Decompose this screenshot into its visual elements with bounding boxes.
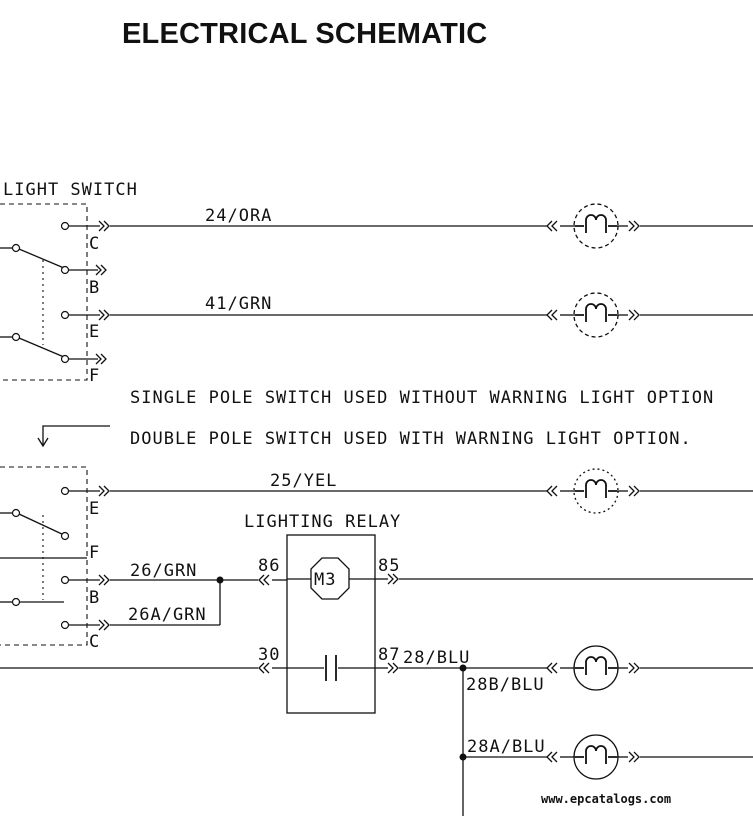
relay-label: LIGHTING RELAY: [244, 512, 401, 532]
relay-pin-86: 86: [258, 556, 280, 576]
relay-pin-85: 85: [378, 556, 400, 576]
terminal-label: B: [89, 278, 100, 298]
terminal-label: B: [89, 588, 100, 608]
note-double-pole: DOUBLE POLE SWITCH USED WITH WARNING LIG…: [130, 429, 692, 449]
terminal-label: E: [89, 322, 100, 342]
light-switch-enclosure-lower: [0, 466, 88, 646]
terminal-label: C: [89, 234, 100, 254]
watermark: www.epcatalogs.com: [541, 792, 671, 806]
relay-pin-30: 30: [258, 645, 280, 665]
switch-contact-arm: [18, 248, 65, 269]
wire-label: 28B/BLU: [466, 675, 545, 695]
note-single-pole: SINGLE POLE SWITCH USED WITHOUT WARNING …: [130, 388, 714, 408]
terminal-label: E: [89, 499, 100, 519]
lighting-relay: [286, 534, 376, 714]
terminal-e: [60, 310, 70, 320]
relay-pin-87: 87: [378, 645, 400, 665]
wire-label: 25/YEL: [270, 471, 337, 491]
wire-label: 28/BLU: [403, 648, 470, 668]
terminal-label: F: [89, 543, 100, 563]
note-pointer: [42, 425, 110, 445]
wire-label: 28A/BLU: [467, 737, 546, 757]
terminal-f: [60, 354, 70, 364]
relay-coil-label: M3: [314, 570, 336, 590]
light-switch-label: LIGHT SWITCH: [3, 180, 138, 200]
wire-label: 41/GRN: [205, 294, 272, 314]
wire-label: 24/ORA: [205, 206, 272, 226]
switch-contact-arm: [18, 337, 65, 358]
terminal-c: [60, 221, 70, 231]
relay-coil-icon: [310, 557, 350, 600]
light-switch-enclosure: [0, 203, 88, 381]
wire-label: 26A/GRN: [128, 605, 207, 625]
terminal-label: F: [89, 366, 100, 386]
page-title: ELECTRICAL SCHEMATIC: [122, 18, 488, 50]
wire-label: 26/GRN: [130, 561, 197, 581]
terminal-b: [60, 265, 70, 275]
terminal-label: C: [89, 632, 100, 652]
